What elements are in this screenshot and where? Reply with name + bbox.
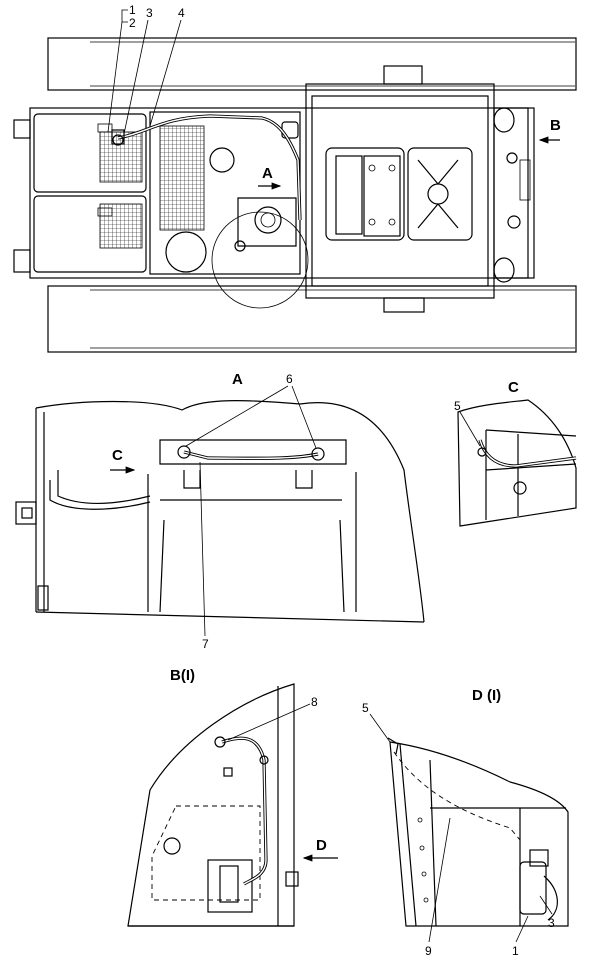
callout-4: 4 — [178, 6, 185, 20]
view-a-detail: A 6 7 C — [15, 371, 425, 651]
view-d-detail: D (I) 5 9 1 3 — [362, 687, 569, 958]
main-frame — [29, 107, 529, 279]
view-arrow-a-label: A — [262, 165, 273, 182]
callout-7: 7 — [202, 637, 209, 651]
lower-track — [47, 285, 577, 353]
callout-8: 8 — [311, 695, 318, 709]
callout-9: 9 — [425, 944, 432, 958]
callout-3-d: 3 — [548, 916, 555, 930]
callout-1: 1 — [129, 3, 136, 17]
view-c-title: C — [508, 379, 519, 396]
view-b-detail: B(I) 8 D — [127, 667, 338, 927]
view-b-title: B(I) — [170, 667, 195, 684]
callout-6: 6 — [286, 372, 293, 386]
view-c-detail: C 5 — [454, 379, 577, 527]
view-d-title: D (I) — [472, 687, 501, 704]
callout-5: 5 — [454, 399, 461, 413]
top-view-callouts: 1 2 3 4 A B — [107, 3, 561, 190]
callout-1-d: 1 — [512, 944, 519, 958]
upper-track — [47, 37, 577, 91]
top-view-machine — [13, 37, 577, 353]
view-arrow-c-label: C — [112, 447, 123, 464]
callout-5-d: 5 — [362, 701, 369, 715]
callout-3: 3 — [146, 6, 153, 20]
view-arrow-d-label: D — [316, 837, 327, 854]
callout-2: 2 — [129, 16, 136, 30]
view-arrow-b-label: B — [550, 117, 561, 134]
view-a-title: A — [232, 371, 243, 388]
